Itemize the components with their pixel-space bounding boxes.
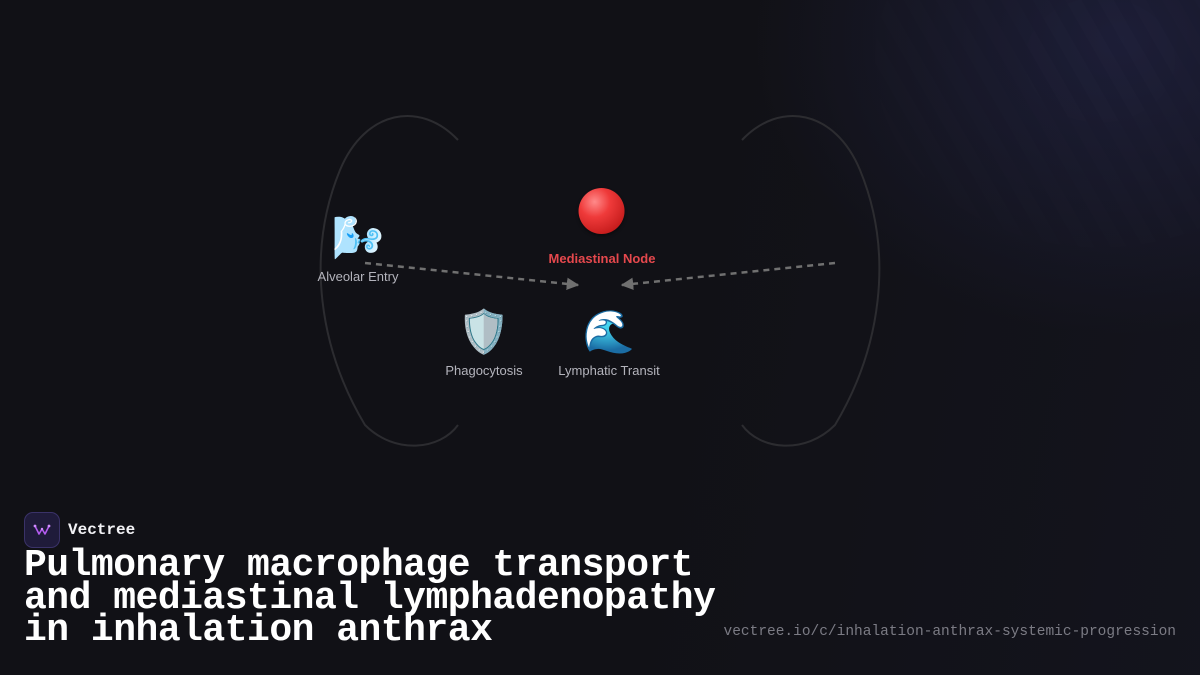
arrow-left-to-node — [364, 261, 580, 291]
red-circle-icon — [578, 188, 625, 234]
source-url[interactable]: vectree.io/c/inhalation-anthrax-systemic… — [723, 624, 1176, 640]
node-alveolar-entry: 🌬️ Alveolar Entry — [318, 213, 399, 284]
node-label: Phagocytosis — [445, 363, 523, 378]
arrow-right-to-node — [620, 261, 836, 291]
vectree-logo-icon — [24, 512, 60, 548]
brand-name: Vectree — [68, 521, 136, 539]
page-title: Pulmonary macrophage transport and media… — [24, 544, 716, 652]
shield-icon: 🛡️ — [457, 308, 511, 355]
node-lymphatic-transit: 🌊 Lymphatic Transit — [558, 307, 659, 378]
node-label: Lymphatic Transit — [558, 363, 660, 378]
wave-icon: 🌊 — [582, 308, 636, 355]
node-mediastinal: Mediastinal Node — [548, 186, 656, 266]
wind-face-icon: 🌬️ — [331, 214, 385, 261]
node-label: Alveolar Entry — [317, 269, 399, 284]
left-lung-outline — [319, 115, 459, 447]
brand: Vectree — [24, 512, 135, 548]
node-label: Mediastinal Node — [548, 251, 656, 266]
right-lung-outline — [741, 115, 881, 447]
node-phagocytosis: 🛡️ Phagocytosis — [445, 307, 522, 378]
